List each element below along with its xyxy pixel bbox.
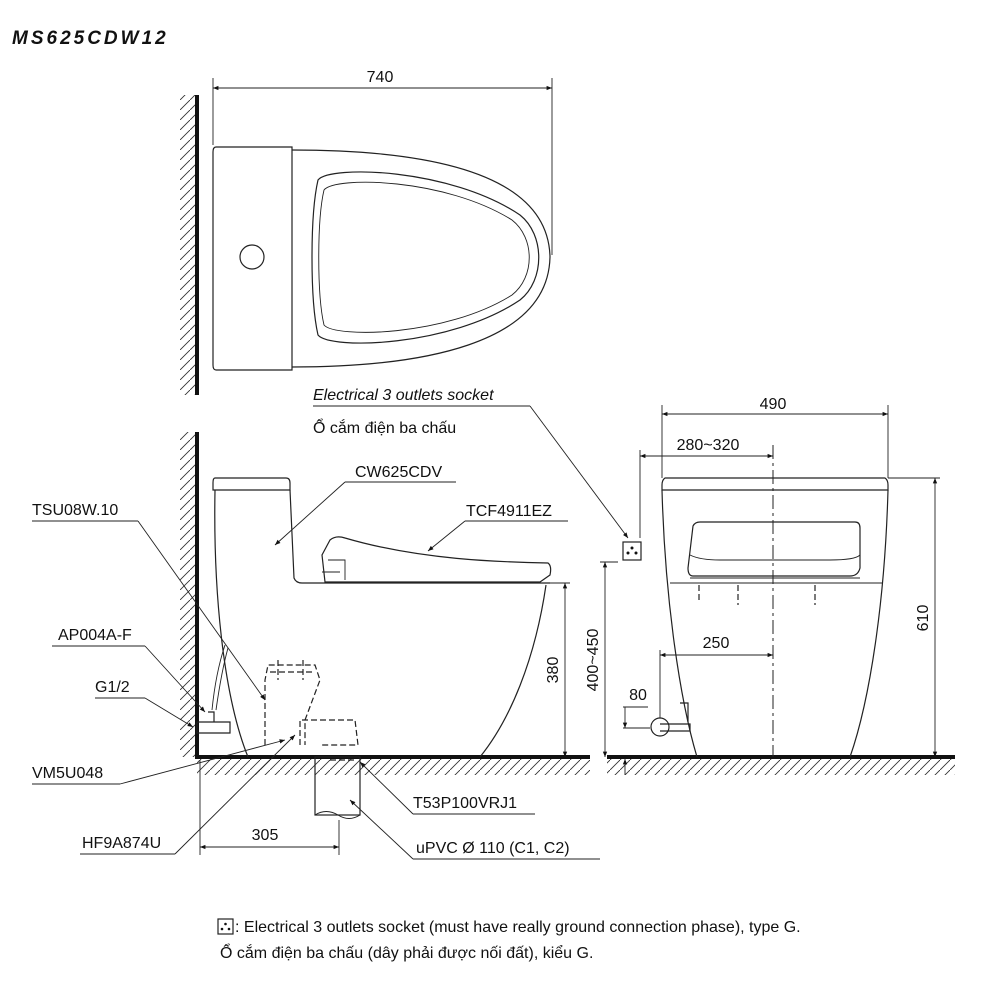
dim-supply-offset: 250: [703, 635, 730, 652]
dim-length-label: 740: [367, 69, 394, 86]
seat-outline-top: [311, 171, 540, 344]
floor-hatch: [197, 759, 590, 775]
dim-supply-height: 80: [629, 687, 647, 704]
dim-drain-offset: 305: [252, 827, 279, 844]
label-adapter: T53P100VRJ1: [413, 795, 517, 812]
label-body: CW625CDV: [355, 464, 442, 481]
label-seat: TCF4911EZ: [466, 503, 552, 520]
dim-socket-height: 400~450: [585, 629, 602, 692]
legend-line-vi: Ổ cắm điện ba chấu (dây phải được nối đấ…: [220, 943, 593, 962]
tank-lid-front: [661, 477, 889, 491]
label-bolt: HF9A874U: [82, 835, 161, 852]
side-view: 380 400~450 305 Electrical 3 outlets soc…: [32, 387, 642, 860]
dim-height: 610: [915, 605, 932, 632]
tank-lid: [212, 477, 291, 491]
tank-top: [212, 146, 293, 371]
model-title: MS625CDW12: [12, 28, 169, 49]
dim-socket-offset: 280~320: [677, 437, 740, 454]
legend-line-en: : Electrical 3 outlets socket (must have…: [235, 919, 801, 936]
socket-label-en: Electrical 3 outlets socket: [313, 387, 494, 404]
label-thread: G1/2: [95, 679, 130, 696]
wall-hatch: [180, 95, 196, 395]
legend: : Electrical 3 outlets socket (must have…: [217, 918, 801, 962]
seat-inner-top: [318, 181, 530, 333]
socket-label-vi: Ổ cắm điện ba chấu: [313, 418, 456, 437]
label-valve: AP004A-F: [58, 627, 132, 644]
body-back: [214, 489, 249, 758]
body-left-front: [661, 489, 698, 758]
label-pipe: uPVC Ø 110 (C1, C2): [416, 840, 570, 857]
dim-seat-height: 380: [545, 657, 562, 684]
flush-button-icon: [239, 244, 265, 270]
front-view: 490 280~320 250 80 610: [607, 396, 955, 775]
tank-front: [289, 489, 550, 584]
washlet-seat: [321, 536, 552, 583]
body-front: [479, 584, 547, 758]
dim-width: 490: [760, 396, 787, 413]
socket-legend-icon: [217, 918, 234, 935]
body-right-front: [849, 489, 889, 758]
socket-icon: [622, 541, 642, 561]
top-view: 740: [180, 69, 553, 395]
label-hose: TSU08W.10: [32, 502, 118, 519]
label-flange: VM5U048: [32, 765, 103, 782]
seat-front: [687, 521, 861, 577]
bowl-outline-top: [291, 149, 551, 368]
